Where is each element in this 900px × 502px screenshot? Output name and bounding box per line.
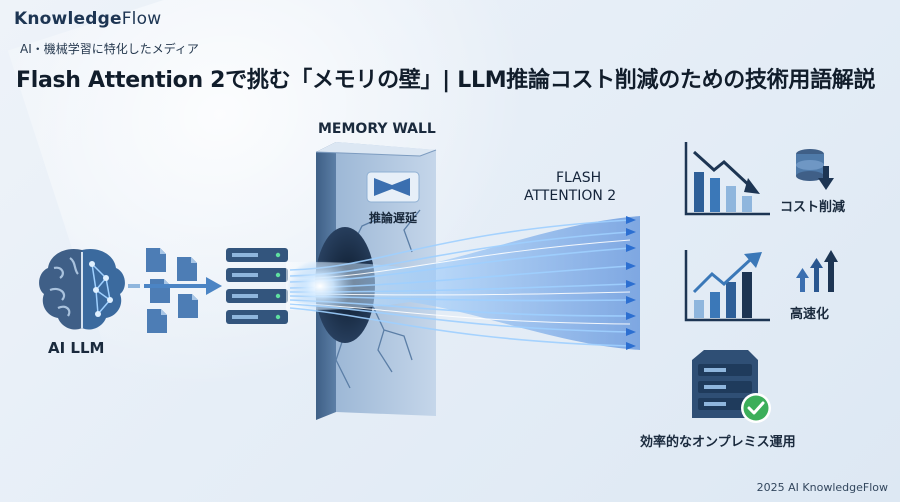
ai-llm-label: AI LLM [48,339,105,357]
document-icon [178,294,198,318]
copyright: 2025 AI KnowledgeFlow [756,481,888,494]
server-rack-icon [226,248,288,324]
inference-latency-label: 推論遅延 [369,211,418,225]
line-chart-up-icon [684,250,770,322]
bottleneck-icon [366,171,420,203]
database-down-icon [796,149,834,190]
speedup-label: 高速化 [790,307,830,322]
flash-attention-label-line1: FLASH [556,170,602,186]
bar-chart-down-icon [684,142,770,216]
flow-arrow-icon [128,277,222,295]
document-icon [177,257,197,281]
page-title: Flash Attention 2で挑む「メモリの壁」| LLM推論コスト削減の… [16,68,876,93]
document-icon [147,309,167,333]
document-stack [146,248,198,333]
flash-attention-label-line2: ATTENTION 2 [524,188,617,204]
stream-arrowheads [626,216,636,350]
document-icon [146,248,166,272]
cost-reduction-label: コスト削減 [780,200,846,215]
brand-logo: KnowledgeFlow [14,9,162,29]
brain-icon [39,248,125,330]
memory-wall-label: MEMORY WALL [318,121,436,137]
arrows-up-icon [796,250,838,292]
onprem-label: 効率的なオンプレミス運用 [640,435,796,450]
document-icon [150,279,170,303]
data-stream [286,216,640,350]
site-tagline: AI・機械学習に特化したメディア [20,42,199,56]
server-check-icon [692,350,771,423]
